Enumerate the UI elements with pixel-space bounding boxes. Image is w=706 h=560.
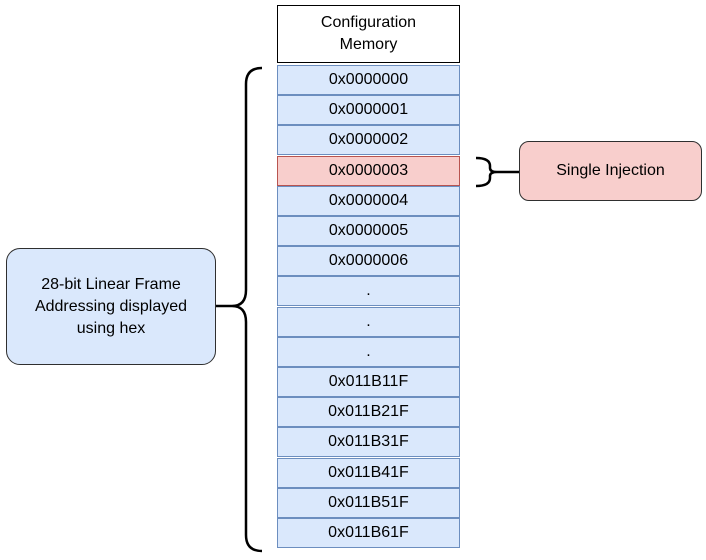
memory-row: . — [277, 336, 460, 367]
memory-row: 0x0000005 — [277, 216, 460, 246]
memory-row: 0x011B11F — [277, 367, 460, 397]
memory-header-line-1: Configuration — [320, 14, 417, 31]
memory-row: . — [277, 306, 460, 337]
memory-row: . — [277, 276, 460, 307]
memory-row: 0x0000000 — [277, 65, 460, 95]
single-injection-label: Single Injection — [556, 162, 665, 179]
addressing-callout-line-3: using hex — [76, 319, 146, 337]
memory-row: 0x011B31F — [277, 427, 460, 458]
memory-row: 0x011B21F — [277, 397, 460, 428]
memory-header-line-2: Memory — [339, 36, 398, 53]
single-injection-callout: Single Injection — [519, 141, 702, 201]
addressing-callout-line-2: Addressing displayed — [34, 297, 188, 315]
addressing-callout-line-1: 28-bit Linear Frame — [41, 275, 181, 293]
memory-row-highlighted: 0x0000003 — [277, 155, 460, 186]
addressing-callout: 28-bit Linear Frame Addressing displayed… — [6, 248, 216, 365]
memory-row: 0x011B61F — [277, 518, 460, 548]
memory-row: 0x011B51F — [277, 487, 460, 518]
memory-row: 0x0000006 — [277, 246, 460, 277]
memory-row: 0x011B41F — [277, 457, 460, 488]
right-brace — [475, 156, 498, 188]
memory-row: 0x0000002 — [277, 125, 460, 156]
memory-row: 0x0000001 — [277, 95, 460, 126]
memory-header: Configuration Memory — [277, 5, 460, 63]
left-brace — [231, 66, 263, 553]
memory-row: 0x0000004 — [277, 185, 460, 216]
